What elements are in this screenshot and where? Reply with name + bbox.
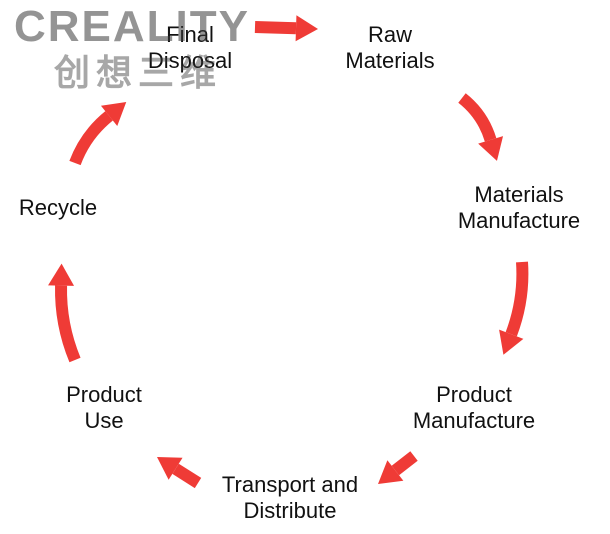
node-materials-manufacture-line-2: Manufacture [457,208,581,233]
node-transport-and-distribute: Transport and Distribute [195,472,385,524]
arrow-head-recycle-to-final-disposal [100,102,127,126]
arrow-shaft-product-use-to-recycle [55,285,81,363]
node-transport-and-distribute-line-2: Distribute [243,498,337,523]
node-product-use-line-2: Use [84,408,124,433]
arrow-head-final-disposal-to-raw-materials [295,15,318,42]
arrow-shaft-raw-materials-to-materials-manufacture [458,93,497,142]
arrow-head-transport-and-distribute-to-product-use [157,457,183,480]
node-raw-materials-line-2: Materials [345,48,435,73]
arrow-head-product-use-to-recycle [48,263,75,286]
node-transport-and-distribute-line-1: Transport and [221,472,359,497]
node-product-manufacture-line-2: Manufacture [412,408,536,433]
node-final-disposal-line-2: Disposal [147,48,233,73]
node-raw-materials-line-1: Raw [367,22,412,47]
arrow-shaft-final-disposal-to-raw-materials [254,21,297,35]
arrow-shaft-product-manufacture-to-transport-and-distribute [391,451,418,476]
arrow-shaft-materials-manufacture-to-product-manufacture [505,261,529,337]
node-materials-manufacture: Materials Manufacture [435,182,603,234]
node-recycle: Recycle [4,195,112,221]
node-product-use-line-1: Product [66,382,142,407]
node-product-use: Product Use [45,382,163,434]
node-final-disposal: Final Disposal [130,22,250,74]
node-product-manufacture-line-1: Product [436,382,512,407]
node-final-disposal-line-1: Final [166,22,214,47]
node-materials-manufacture-line-1: Materials [474,182,564,207]
node-raw-materials: Raw Materials [325,22,455,74]
arrow-head-raw-materials-to-materials-manufacture [478,136,504,161]
arrow-head-product-manufacture-to-transport-and-distribute [378,460,404,484]
node-recycle-line-1: Recycle [18,195,98,220]
arrow-head-materials-manufacture-to-product-manufacture [499,329,524,355]
arrow-shaft-transport-and-distribute-to-product-use [172,463,202,489]
node-product-manufacture: Product Manufacture [390,382,558,434]
arrow-shaft-recycle-to-final-disposal [69,111,113,166]
